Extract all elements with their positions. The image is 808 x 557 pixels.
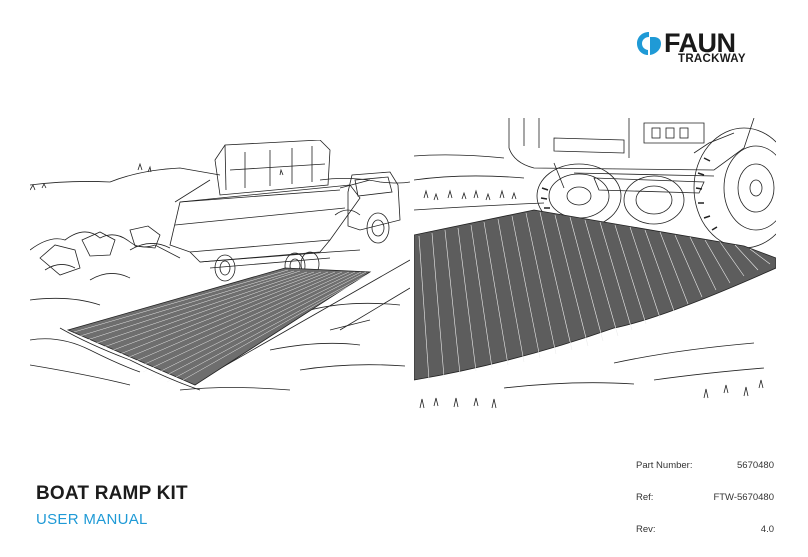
meta-row-part-number: Part Number: 5670480 — [636, 452, 774, 484]
trackway-panel-left — [66, 267, 372, 386]
meta-row-rev: Rev: 4.0 — [636, 516, 774, 548]
meta-row-ref: Ref: FTW-5670480 — [636, 484, 774, 516]
document-title: BOAT RAMP KIT — [36, 483, 188, 504]
meta-label: Ref: — [636, 492, 654, 503]
meta-value: 5670480 — [737, 460, 774, 471]
boat-trailer-illustration — [30, 140, 410, 391]
meta-value: FTW-5670480 — [713, 492, 774, 503]
faun-trackway-logo: FAUN TRACKWAY — [636, 26, 786, 66]
trackway-panel-right — [414, 209, 776, 381]
logo-sub-text: TRACKWAY — [678, 53, 746, 65]
meta-value: 4.0 — [760, 524, 774, 535]
meta-label: Part Number: — [636, 460, 693, 471]
truck-trackway-closeup-illustration — [414, 118, 776, 409]
logo-brand-text: FAUN — [664, 28, 736, 58]
document-meta-table: Part Number: 5670480 Ref: FTW-5670480 Re… — [636, 452, 774, 548]
faun-logo-mark-icon — [637, 32, 661, 55]
document-subtitle: USER MANUAL — [36, 511, 148, 528]
meta-label: Rev: — [636, 524, 656, 535]
